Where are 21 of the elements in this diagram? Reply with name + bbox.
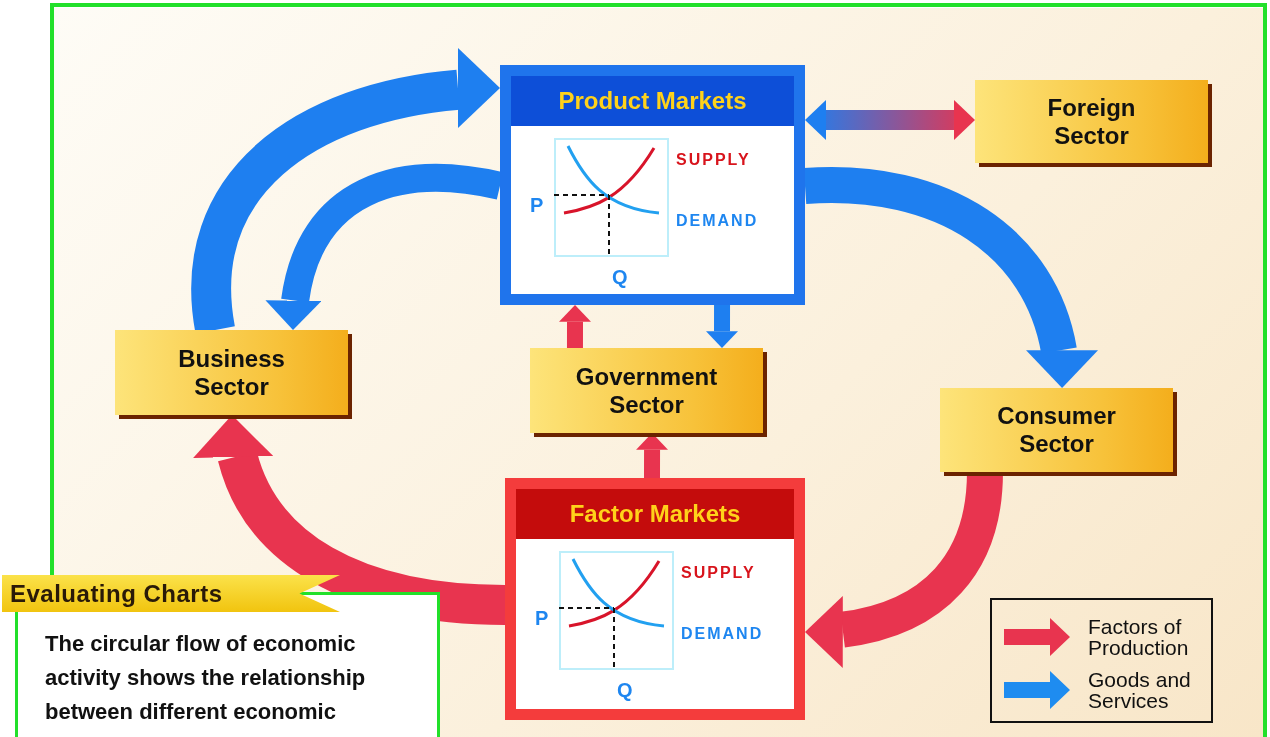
quantity-axis-label: Q: [612, 266, 628, 289]
price-axis-label: P: [530, 194, 544, 217]
note-text: The circular flow of economic activity shows the relationship between different economic: [45, 630, 367, 726]
legend-label: Goods and Services: [1088, 668, 1192, 711]
flow-arrow: [559, 305, 591, 348]
legend-label: Factors of Production: [1088, 615, 1190, 658]
section-tab: Evaluating Charts: [2, 575, 340, 612]
demand-label: DEMAND: [681, 625, 764, 643]
quantity-axis-label: Q: [617, 679, 633, 702]
market-box: [505, 478, 805, 720]
flow-arrow: [706, 305, 738, 349]
flow-arrow: [804, 167, 1096, 390]
supply-label: SUPPLY: [681, 564, 756, 582]
market-title: Product Markets: [511, 76, 794, 126]
market-box: [500, 65, 805, 305]
flow-arrow: [191, 49, 501, 333]
flow-arrow: [805, 99, 975, 140]
supply-label: SUPPLY: [676, 151, 751, 169]
market-title: Factor Markets: [516, 489, 794, 539]
price-axis-label: P: [535, 607, 549, 630]
demand-label: DEMAND: [676, 212, 759, 230]
